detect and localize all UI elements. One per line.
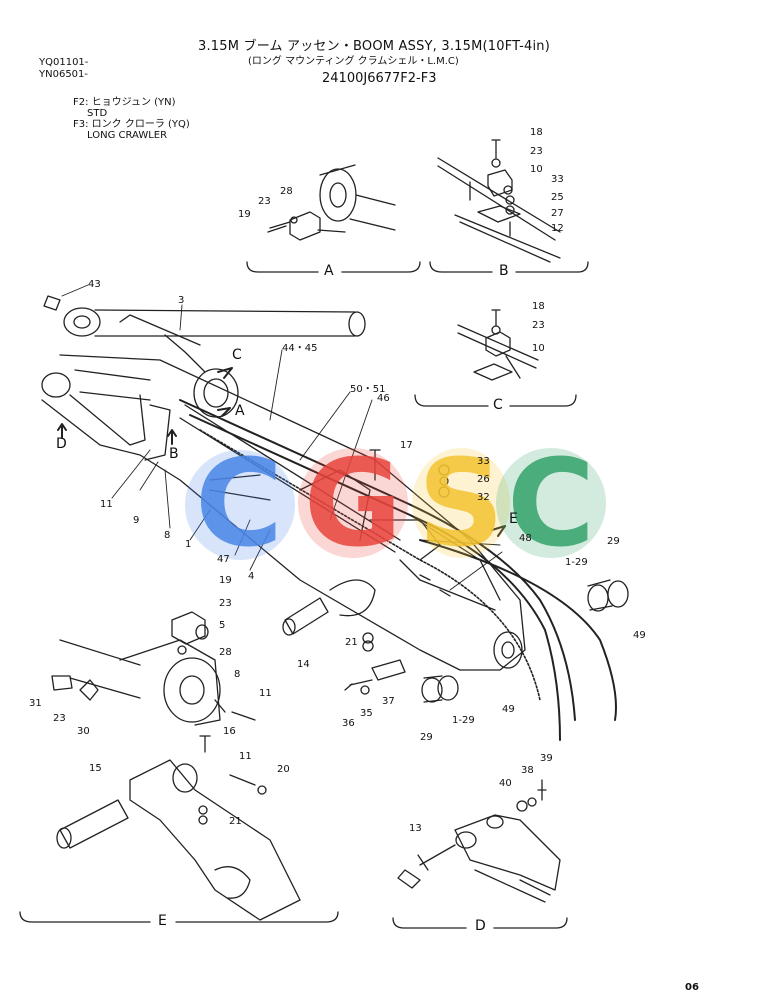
callout-number: 47 bbox=[217, 554, 230, 565]
callout-number: 43 bbox=[88, 279, 101, 290]
detail-b-bracket bbox=[429, 261, 589, 273]
watermark-letter-2: G bbox=[303, 435, 403, 574]
note-f3: F3: ロンク クローラ (YQ) bbox=[73, 119, 190, 130]
callout-number: 49 bbox=[633, 630, 646, 641]
watermark-letter-4: C bbox=[506, 435, 596, 574]
callout-number: 20 bbox=[277, 764, 290, 775]
callout-number: 44・45 bbox=[282, 343, 318, 354]
callout-number: 8 bbox=[164, 530, 171, 541]
arrow-label-c: C bbox=[232, 347, 242, 363]
arrow-label-b: B bbox=[169, 446, 179, 462]
callout-number: 48 bbox=[519, 533, 532, 544]
section-label-b: B bbox=[499, 263, 509, 279]
callout-number: 8 bbox=[234, 669, 241, 680]
callout-number: 15 bbox=[89, 763, 102, 774]
note-f2-desc: STD bbox=[87, 108, 108, 119]
watermark-letter-1: C bbox=[194, 435, 284, 574]
detail-c-drawing bbox=[457, 309, 539, 381]
arrow-label-a: A bbox=[235, 403, 245, 419]
callout-number: 4 bbox=[248, 571, 255, 582]
callout-number: 1 bbox=[185, 539, 192, 550]
callout-number: 23 bbox=[530, 146, 543, 157]
callout-number: 25 bbox=[551, 192, 564, 203]
callout-number: 39 bbox=[540, 753, 553, 764]
serial-range-2: YN06501- bbox=[39, 69, 89, 80]
callout-number: 16 bbox=[223, 726, 236, 737]
callout-number: 17 bbox=[400, 440, 413, 451]
callout-number: 1-29 bbox=[565, 557, 588, 568]
callout-number: 18 bbox=[532, 301, 545, 312]
callout-number: 10 bbox=[532, 343, 545, 354]
watermark-letter-3: S bbox=[417, 435, 505, 574]
note-f3-desc: LONG CRAWLER bbox=[87, 130, 168, 141]
callout-number: 18 bbox=[530, 127, 543, 138]
callout-number: 5 bbox=[219, 620, 226, 631]
callout-number: 31 bbox=[29, 698, 42, 709]
detail-d-bracket bbox=[392, 917, 568, 929]
callout-number: 23 bbox=[532, 320, 545, 331]
callout-number: 46 bbox=[377, 393, 390, 404]
callout-number: 30 bbox=[77, 726, 90, 737]
callout-number: 23 bbox=[53, 713, 66, 724]
callout-number: 26 bbox=[477, 474, 490, 485]
detail-e-bracket bbox=[19, 911, 339, 923]
callout-number: 33 bbox=[551, 174, 564, 185]
callout-number: 36 bbox=[342, 718, 355, 729]
callout-number: 28 bbox=[219, 647, 232, 658]
callout-number: 23 bbox=[258, 196, 271, 207]
callout-number: 3 bbox=[178, 295, 185, 306]
callout-number: 32 bbox=[477, 492, 490, 503]
callout-number: 13 bbox=[409, 823, 422, 834]
page-subtitle: (ロング マウンティング クラムシェル・L.M.C) bbox=[248, 56, 459, 67]
callout-number: 21 bbox=[229, 816, 242, 827]
detail-d-drawing bbox=[397, 779, 561, 903]
callout-number: 21 bbox=[345, 637, 358, 648]
callout-number: 38 bbox=[521, 765, 534, 776]
callout-number: 11 bbox=[239, 751, 252, 762]
callout-number: 11 bbox=[100, 499, 113, 510]
callout-number: 9 bbox=[133, 515, 140, 526]
callout-number: 40 bbox=[499, 778, 512, 789]
detail-c-bracket bbox=[414, 394, 577, 407]
serial-range-1: YQ01101- bbox=[39, 57, 89, 68]
arrow-label-d: D bbox=[56, 436, 67, 452]
section-label-e: E bbox=[158, 913, 167, 929]
callout-number: 19 bbox=[219, 575, 232, 586]
page-number: 06 bbox=[685, 982, 699, 993]
page-title: 3.15M ブーム アッセン・BOOM ASSY, 3.15M(10FT-4in… bbox=[198, 39, 550, 54]
callout-number: 12 bbox=[551, 223, 564, 234]
callout-number: 50・51 bbox=[350, 384, 386, 395]
boom-assembly-drawing bbox=[41, 295, 629, 741]
callout-number: 1-29 bbox=[452, 715, 475, 726]
callout-number: 35 bbox=[360, 708, 373, 719]
detail-e-drawing bbox=[51, 611, 301, 921]
section-label-c: C bbox=[493, 397, 503, 413]
section-label-a: A bbox=[324, 263, 334, 279]
callout-number: 33 bbox=[477, 456, 490, 467]
callout-number: 37 bbox=[382, 696, 395, 707]
callout-number: 10 bbox=[530, 164, 543, 175]
callout-number: 29 bbox=[607, 536, 620, 547]
detail-b-drawing bbox=[437, 139, 561, 263]
callout-number: 14 bbox=[297, 659, 310, 670]
callout-number: 19 bbox=[238, 209, 251, 220]
detail-a-drawing bbox=[267, 164, 396, 241]
callout-number: 49 bbox=[502, 704, 515, 715]
callout-number: 28 bbox=[280, 186, 293, 197]
arrow-label-e: E bbox=[509, 511, 518, 527]
note-f2: F2: ヒョウジュン (YN) bbox=[73, 97, 176, 108]
callout-number: 27 bbox=[551, 208, 564, 219]
section-label-d: D bbox=[475, 918, 486, 934]
callout-number: 11 bbox=[259, 688, 272, 699]
drawing-part-number: 24100J6677F2-F3 bbox=[322, 71, 437, 86]
callout-number: 23 bbox=[219, 598, 232, 609]
callout-number: 29 bbox=[420, 732, 433, 743]
detail-a-bracket bbox=[246, 261, 421, 273]
